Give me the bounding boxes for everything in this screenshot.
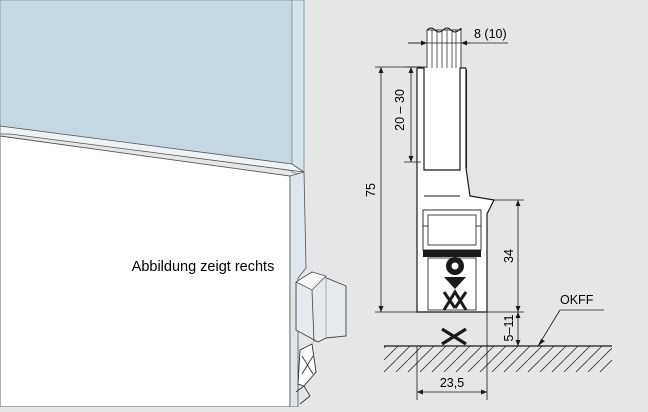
dim-profile-width bbox=[416, 312, 488, 400]
section-drawing: 8 (10) 75 20 – 30 34 bbox=[364, 27, 612, 400]
floor-gap-label: 5–11 bbox=[502, 315, 516, 342]
floor-reference-label: OKFF bbox=[560, 293, 594, 307]
perspective-view: Abbildung zeigt rechts bbox=[0, 0, 347, 408]
profile-top bbox=[0, 125, 305, 173]
glass-insertion-label: 20 – 30 bbox=[393, 89, 407, 131]
total-height-label: 75 bbox=[364, 183, 378, 197]
dim-floor-gap bbox=[515, 312, 521, 346]
end-cap-bracket bbox=[295, 271, 347, 343]
seal-lip bbox=[295, 343, 317, 405]
bottom-seal bbox=[441, 327, 467, 346]
seal-height-label: 34 bbox=[502, 249, 516, 263]
dim-seal-height bbox=[487, 199, 524, 313]
glass-thickness-label: 8 (10) bbox=[474, 27, 507, 41]
seal-mechanism bbox=[442, 257, 468, 311]
floor-hatch bbox=[384, 346, 612, 372]
profile-width-label: 23,5 bbox=[440, 376, 464, 390]
dim-glass-insertion bbox=[404, 66, 421, 163]
dim-glass-thickness bbox=[408, 40, 508, 46]
glass-edge bbox=[291, 0, 305, 177]
aluminium-profile bbox=[416, 67, 495, 313]
caption-text: Abbildung zeigt rechts bbox=[132, 259, 275, 275]
okff-leader bbox=[537, 309, 604, 347]
